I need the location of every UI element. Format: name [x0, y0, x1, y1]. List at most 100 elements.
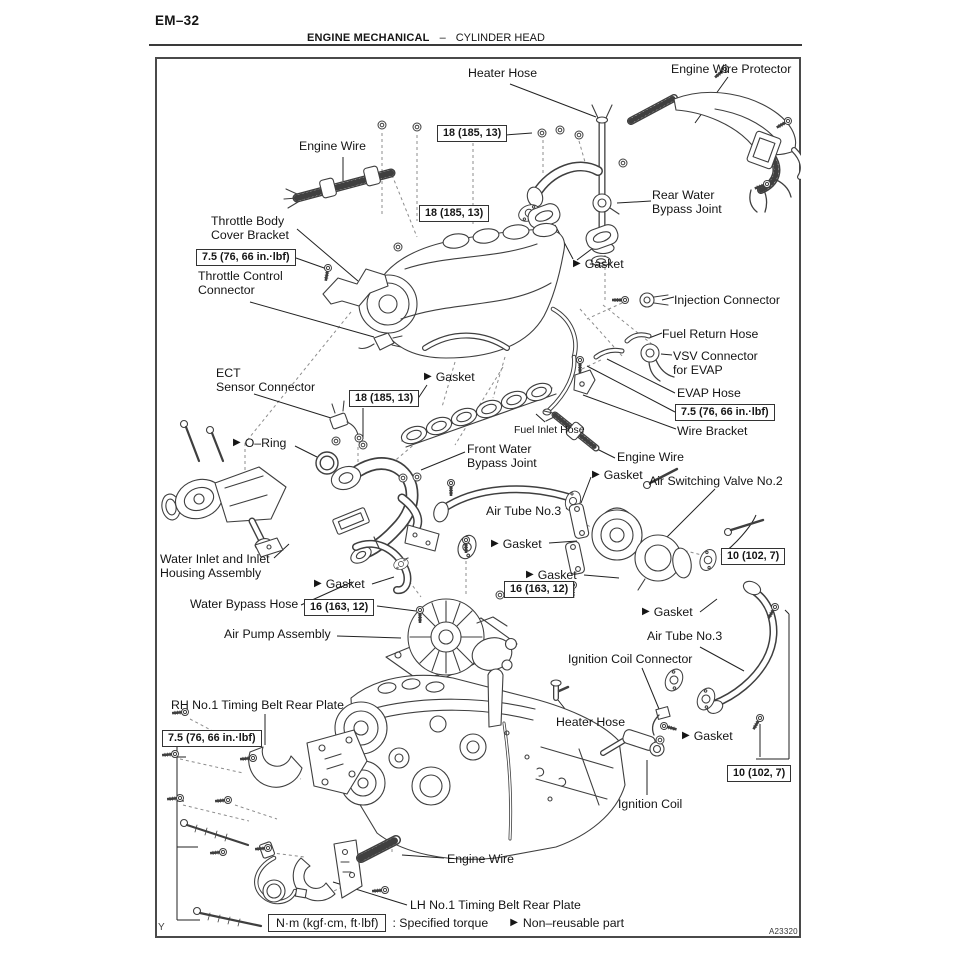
o-ring-drawing [315, 451, 339, 475]
label-gasket-air-tube-bottom: ▶Gasket [682, 729, 733, 743]
intake-manifold-drawing [358, 222, 578, 360]
injection-connector-drawing [639, 292, 669, 308]
label-gasket-text: Gasket [693, 729, 733, 743]
non-reusable-marker-icon: ▶ [642, 606, 650, 617]
lh-timing-plate-drawing [292, 839, 363, 902]
throttle-bracket-drawing [322, 268, 389, 307]
label-gasket-air-tube-top: ▶Gasket [642, 605, 693, 619]
air-pump-drawing [385, 598, 518, 687]
label-fuel-return-hose: Fuel Return Hose [662, 327, 759, 341]
label-gasket-text: Gasket [584, 257, 624, 271]
header-section: ENGINE MECHANICAL [307, 32, 430, 44]
label-gasket-text: Gasket [325, 577, 365, 591]
label-water-bypass-hose: Water Bypass Hose [190, 597, 299, 611]
label-rh-timing-plate: RH No.1 Timing Belt Rear Plate [171, 698, 344, 712]
ect-connector-drawing [329, 400, 359, 436]
figure-legend: N·m (kgf·cm, ft·lbf) : Specified torque … [268, 914, 624, 932]
torque-box-16-left: 16 (163, 12) [304, 599, 375, 616]
non-reusable-marker-icon: ▶ [510, 917, 518, 928]
label-heater-hose-bottom: Heater Hose [556, 715, 626, 729]
torque-box-75-right: 7.5 (76, 66 in.·lbf) [675, 404, 775, 421]
evap-hose-drawing [593, 347, 625, 360]
parts-art [161, 91, 801, 928]
label-wire-bracket: Wire Bracket [677, 424, 748, 438]
torque-box-18-top: 18 (185, 13) [437, 125, 508, 142]
label-gasket-text: Gasket [502, 537, 542, 551]
fuel-return-hose-drawing [624, 332, 652, 344]
label-engine-wire-bottom: Engine Wire [447, 852, 514, 866]
label-air-pump-assembly: Air Pump Assembly [224, 627, 331, 641]
label-air-tube-no3-right: Air Tube No.3 [647, 629, 723, 643]
label-engine-wire-top: Engine Wire [299, 139, 366, 153]
throttle-control-connector-drawing [358, 332, 403, 351]
stud-bolts-drawing [179, 818, 263, 928]
label-air-tube-no3-center: Air Tube No.3 [486, 504, 562, 518]
engine-wire-bottom-drawing [356, 835, 401, 863]
label-evap-hose: EVAP Hose [677, 386, 741, 400]
wire-grommet-drawing [254, 841, 308, 905]
label-heater-hose-top: Heater Hose [468, 66, 538, 80]
ignition-coil-connector-drawing [652, 706, 671, 736]
label-throttle-body-cover-bracket: Throttle Body Cover Bracket [211, 214, 289, 242]
label-rear-water-bypass-joint: Rear Water Bypass Joint [652, 188, 722, 216]
torque-box-10-upper: 10 (102, 7) [721, 548, 786, 565]
non-reusable-marker-icon: ▶ [314, 578, 322, 589]
label-lh-timing-plate: LH No.1 Timing Belt Rear Plate [410, 898, 581, 912]
legend-torque-unit: N·m (kgf·cm, ft·lbf) [268, 914, 387, 932]
header-subsection: CYLINDER HEAD [455, 32, 545, 44]
air-tube-no3-center-drawing [433, 485, 584, 562]
label-gasket-valve: ▶Gasket [592, 468, 643, 482]
intake-gasket-chain-drawing [398, 379, 557, 448]
figure-code: A23320 [769, 927, 798, 936]
torque-box-16-right: 16 (163, 12) [504, 581, 575, 598]
label-gasket-intake: ▶Gasket [424, 370, 475, 384]
torque-box-75-left: 7.5 (76, 66 in.·lbf) [196, 249, 296, 266]
water-inlet-housing-drawing [161, 419, 287, 558]
ignition-coil-drawing [600, 729, 665, 757]
label-gasket-water-inlet: ▶Gasket [314, 577, 365, 591]
exploded-diagram [160, 62, 801, 928]
legend-non-reusable: Non–reusable part [522, 916, 625, 930]
non-reusable-marker-icon: ▶ [491, 538, 499, 549]
air-switching-valve-drawing [565, 467, 765, 591]
corner-mark: Y [158, 922, 165, 933]
engine-wire-protector-drawing [627, 91, 801, 213]
non-reusable-marker-icon: ▶ [424, 371, 432, 382]
engine-wire-mid-drawing [543, 410, 600, 452]
label-gasket-text: Gasket [537, 568, 577, 582]
torque-box-18-lower: 18 (185, 13) [349, 390, 420, 407]
header-dash: – [439, 32, 446, 44]
page-code: EM–32 [155, 13, 200, 28]
label-engine-wire-mid: Engine Wire [617, 450, 684, 464]
label-ignition-coil: Ignition Coil [618, 797, 683, 811]
label-injection-connector: Injection Connector [674, 293, 780, 307]
page-header: ENGINE MECHANICAL – CYLINDER HEAD [307, 32, 545, 44]
label-gasket-text: Gasket [653, 605, 693, 619]
header-rule [149, 44, 802, 46]
label-vsv-connector: VSV Connector for EVAP [673, 349, 758, 377]
torque-box-10-lower: 10 (102, 7) [727, 765, 792, 782]
label-air-switching-valve: Air Switching Valve No.2 [649, 474, 783, 488]
label-o-ring: ▶O–Ring [233, 436, 286, 450]
engine-wire-top-drawing [283, 165, 396, 209]
torque-box-75-bottom: 7.5 (76, 66 in.·lbf) [162, 730, 262, 747]
non-reusable-marker-icon: ▶ [233, 437, 241, 448]
wire-bracket-drawing [573, 369, 596, 395]
label-gasket-text: Gasket [603, 468, 643, 482]
water-bypass-hose-drawing [352, 536, 412, 595]
rear-water-bypass-joint-drawing [515, 161, 603, 225]
label-ignition-coil-connector: Ignition Coil Connector [568, 652, 693, 666]
non-reusable-marker-icon: ▶ [682, 730, 690, 741]
label-throttle-control-connector: Throttle Control Connector [198, 269, 283, 297]
torque-box-18-mid: 18 (185, 13) [419, 205, 490, 222]
label-fuel-inlet-hose: Fuel Inlet Hose [514, 424, 585, 436]
label-water-inlet-assembly: Water Inlet and Inlet Housing Assembly [160, 552, 270, 580]
label-ect-sensor-connector: ECT Sensor Connector [216, 366, 316, 394]
engine-block-drawing [334, 668, 626, 860]
label-gasket-manifold: ▶Gasket [573, 257, 624, 271]
water-outlet-gaskets-drawing [527, 193, 620, 250]
non-reusable-marker-icon: ▶ [573, 258, 581, 269]
label-o-ring-text: O–Ring [244, 436, 287, 450]
non-reusable-marker-icon: ▶ [592, 469, 600, 480]
